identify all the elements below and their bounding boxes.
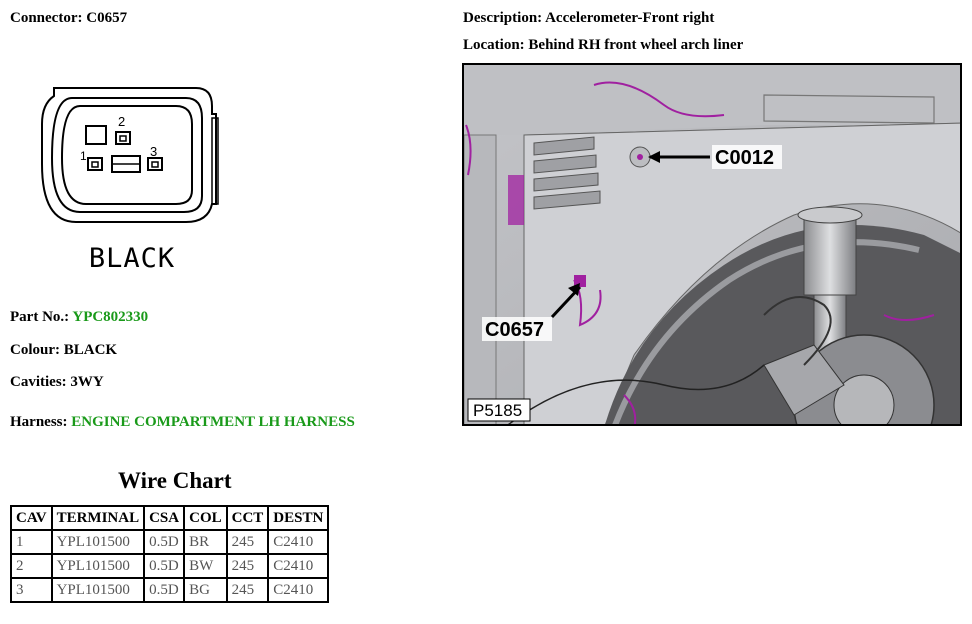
cell-terminal: YPL101500 [50, 529, 146, 555]
figure-id: P5185 [473, 401, 522, 420]
header-col: COL [183, 505, 228, 531]
drawing-color-text: BLACK [89, 243, 175, 274]
table-row: 1 YPL101500 0.5D BR 245 C2410 [10, 529, 330, 555]
wire-chart-header-row: CAV TERMINAL CSA COL CCT DESTN [10, 505, 330, 531]
cell-csa: 0.5D [143, 529, 186, 555]
description-label: Description: [463, 10, 543, 26]
location-illustration: C0012 C0657 P5185 [464, 65, 960, 424]
callout-c0657: C0657 [485, 319, 544, 341]
colour-line: Colour: BLACK [10, 342, 117, 359]
cell-col: BR [183, 529, 228, 555]
cell-destn: C2410 [267, 529, 330, 555]
callout-c0012: C0012 [715, 147, 774, 169]
cell-destn: C2410 [267, 553, 330, 579]
header-cct: CCT [225, 505, 270, 531]
cavities-value: 3WY [70, 374, 104, 390]
cell-terminal: YPL101500 [50, 553, 146, 579]
cell-cct: 245 [225, 529, 270, 555]
cell-cav: 1 [10, 529, 53, 555]
wire-chart-title: Wire Chart [118, 468, 232, 493]
part-number-label: Part No.: [10, 309, 70, 325]
pin-1-cavity [87, 157, 103, 171]
pin-1-label: 1 [80, 149, 87, 163]
header-terminal: TERMINAL [50, 505, 146, 531]
description-line: Description: Accelerometer-Front right [463, 10, 714, 27]
pin-2-cavity [115, 131, 131, 145]
connector-cavity-body [60, 105, 193, 205]
wire-chart-table: CAV TERMINAL CSA COL CCT DESTN 1 YPL1015… [10, 505, 330, 603]
pin-2-label: 2 [118, 114, 125, 129]
header-csa: CSA [143, 505, 186, 531]
cell-destn: C2410 [267, 577, 330, 603]
connector-latch [211, 117, 219, 205]
pin-3-cavity [147, 157, 163, 171]
cell-col: BW [183, 553, 228, 579]
harness-line: Harness: ENGINE COMPARTMENT LH HARNESS [10, 414, 355, 431]
cell-csa: 0.5D [143, 553, 186, 579]
colour-label: Colour: [10, 342, 60, 358]
header-cav: CAV [10, 505, 53, 531]
cell-cct: 245 [225, 577, 270, 603]
description-value: Accelerometer-Front right [545, 10, 715, 26]
cell-col: BG [183, 577, 228, 603]
cell-csa: 0.5D [143, 577, 186, 603]
header-destn: DESTN [267, 505, 330, 531]
cavities-line: Cavities: 3WY [10, 374, 104, 391]
cell-terminal: YPL101500 [50, 577, 146, 603]
connector-outer-shell [41, 87, 217, 223]
connector-heading: Connector: C0657 [10, 10, 127, 27]
part-number-line: Part No.: YPC802330 [10, 309, 148, 326]
cell-cav: 2 [10, 553, 53, 579]
cavities-label: Cavities: [10, 374, 67, 390]
table-row: 3 YPL101500 0.5D BG 245 C2410 [10, 577, 330, 603]
connector-id: C0657 [86, 10, 128, 26]
location-photo: C0012 C0657 P5185 [462, 63, 962, 426]
cell-cav: 3 [10, 577, 53, 603]
part-number-value[interactable]: YPC802330 [72, 309, 149, 325]
cavity-blank [85, 125, 107, 145]
harness-value[interactable]: ENGINE COMPARTMENT LH HARNESS [71, 414, 355, 430]
colour-value: BLACK [63, 342, 118, 358]
cell-cct: 245 [225, 553, 270, 579]
table-row: 2 YPL101500 0.5D BW 245 C2410 [10, 553, 330, 579]
location-value: Behind RH front wheel arch liner [528, 37, 744, 53]
connector-face-drawing: 1 2 3 BLACK [41, 87, 219, 274]
location-label: Location: [463, 37, 525, 53]
connector-label: Connector: [10, 10, 83, 26]
connector-inner-shell [50, 97, 203, 213]
harness-label: Harness: [10, 414, 68, 430]
location-line: Location: Behind RH front wheel arch lin… [463, 37, 743, 54]
pin-3-label: 3 [150, 144, 157, 159]
